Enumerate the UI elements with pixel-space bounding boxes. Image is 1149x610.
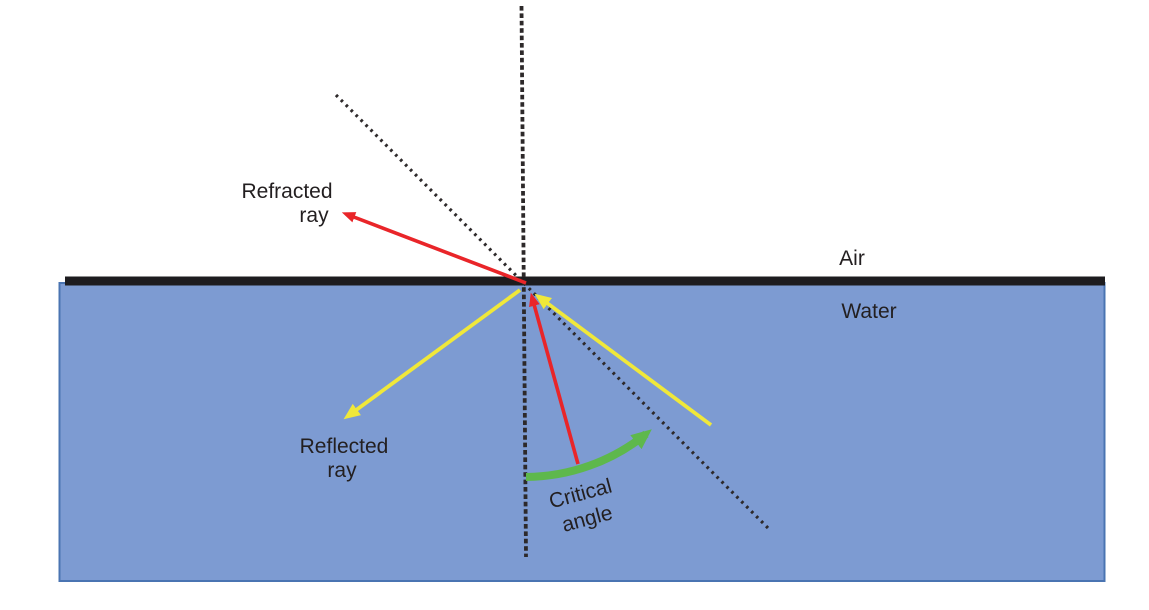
incident-ray-yellow-arrow bbox=[534, 293, 713, 427]
refracted-ray-arrow bbox=[341, 212, 527, 285]
refracted-ray-label-line1: Refracted bbox=[241, 180, 333, 203]
refracted-ray-label-line2: ray bbox=[299, 204, 329, 227]
air-label: Air bbox=[839, 247, 865, 270]
water-region bbox=[58, 282, 1106, 582]
reflected-ray-arrow bbox=[343, 288, 522, 420]
incident-ray-red-arrow bbox=[529, 292, 580, 465]
reflected-ray-label-line2: ray bbox=[327, 459, 357, 482]
air-water-interface-bar bbox=[65, 276, 1105, 286]
water-label: Water bbox=[841, 300, 897, 323]
critical-angle-arc-arrow bbox=[525, 429, 652, 481]
reflected-ray-label-line1: Reflected bbox=[299, 435, 389, 458]
